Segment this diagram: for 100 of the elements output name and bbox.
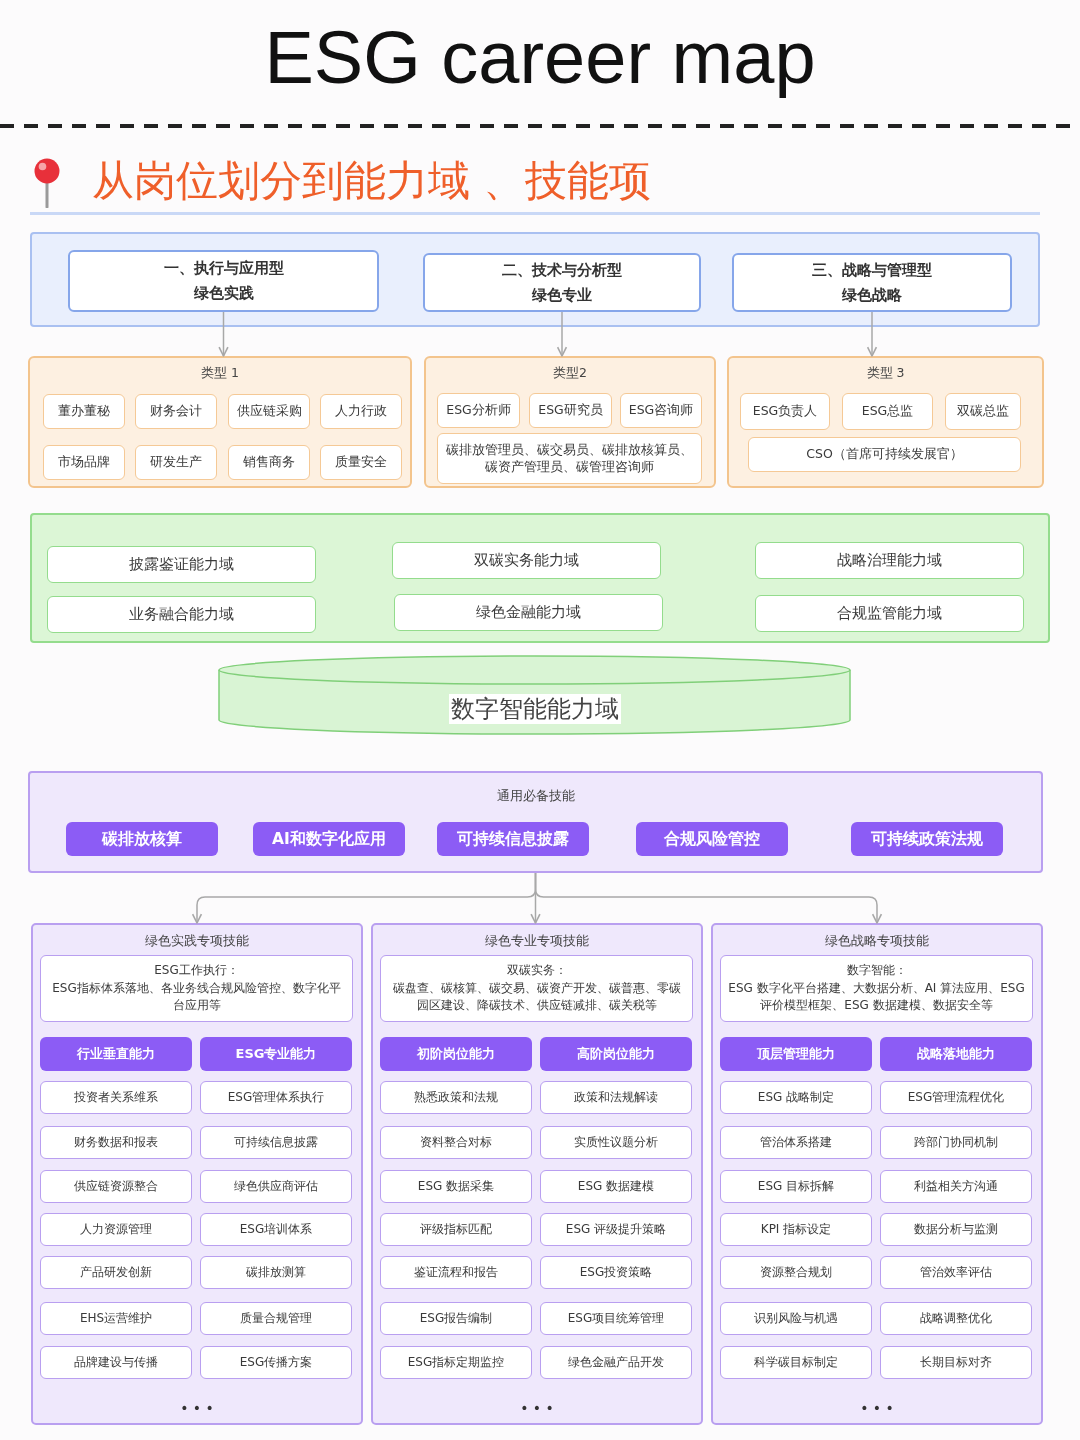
role-group-panel [727, 356, 1044, 488]
category-title: 二、技术与分析型 [502, 259, 622, 281]
skill-box: EHS运营维护 [40, 1302, 192, 1335]
category-title: 一、执行与应用型 [163, 258, 284, 280]
skill-box: 跨部门协同机制 [880, 1126, 1032, 1159]
skill-box: 资源整合规划 [720, 1256, 872, 1289]
role-tag: CSO（首席可持续发展官） [748, 437, 1021, 472]
role-tag: 双碳总监 [945, 393, 1021, 430]
role-tag: ESG负责人 [740, 393, 830, 430]
skill-box: ESG管理体系执行 [200, 1081, 352, 1114]
skill-box: 鉴证流程和报告 [380, 1256, 532, 1289]
domain-label: 数字智能能力域 [448, 694, 621, 724]
skill-box: 熟悉政策和法规 [380, 1081, 532, 1114]
skill-pill: AI和数字化应用 [253, 822, 405, 856]
category-subtitle: 绿色实践 [193, 283, 254, 304]
skill-box: 人力资源管理 [40, 1213, 192, 1246]
arrow [218, 311, 229, 357]
domain-box: 业务融合能力域 [47, 596, 316, 633]
skill-pill: 合规风险管控 [636, 822, 788, 856]
description-heading: 双碳实务： [506, 962, 567, 980]
category-box [732, 253, 1012, 312]
skill-box: 财务数据和报表 [40, 1126, 192, 1159]
role-group-panel [28, 356, 412, 488]
description-heading: ESG工作执行： [154, 962, 239, 980]
skill-pill: 可持续信息披露 [437, 822, 589, 856]
skill-box: ESG指标定期监控 [380, 1346, 532, 1379]
description-text: 碳盘查、碳核算、碳交易、碳资产开发、碳普惠、零碳园区建设、降碳技术、供应链减排、碳关税等 [391, 979, 682, 1015]
domain-box: 披露鉴证能力域 [47, 546, 316, 583]
cylinder [218, 655, 851, 735]
skill-box: ESG投资策略 [540, 1256, 692, 1289]
skill-box: ESG报告编制 [380, 1302, 532, 1335]
description-text: ESG 数字化平台搭建、大数据分析、AI 算法应用、ESG评价模型框架、ESG 数据建模、数据安全等 [727, 979, 1026, 1015]
column-header: 战略落地能力 [880, 1037, 1032, 1071]
panel-title: 通用必备技能 [496, 788, 575, 805]
role-tag: 质量安全 [320, 445, 402, 480]
skill-box: ESG 评级提升策略 [540, 1213, 692, 1246]
role-tag: 研发生产 [135, 445, 217, 480]
skill-pill: 可持续政策法规 [851, 822, 1003, 856]
arrow [866, 311, 878, 357]
skill-box: 管治体系搭建 [720, 1126, 872, 1159]
page-title: ESG career map [264, 15, 816, 101]
more-indicator: • • • [180, 1400, 214, 1416]
skill-box: 产品研发创新 [40, 1256, 192, 1289]
group-title: 类型 3 [866, 365, 905, 382]
description-box [40, 955, 353, 1022]
skill-box: ESG项目统筹管理 [540, 1302, 692, 1335]
domain-box: 合规监管能力域 [755, 595, 1024, 632]
domain-panel [30, 513, 1050, 643]
skill-column-panel [31, 923, 363, 1425]
skill-column-panel [711, 923, 1043, 1425]
column-header: 行业垂直能力 [40, 1037, 192, 1071]
skill-box: 长期目标对齐 [880, 1346, 1032, 1379]
skill-box: 评级指标匹配 [380, 1213, 532, 1246]
role-tag: 销售商务 [228, 445, 310, 480]
description-box [380, 955, 693, 1022]
domain-box: 双碳实务能力域 [392, 542, 661, 579]
category-subtitle: 绿色专业 [532, 284, 592, 306]
skill-box: ESG培训体系 [200, 1213, 352, 1246]
skill-box: ESG 数据采集 [380, 1170, 532, 1203]
column-title: 绿色实践专项技能 [145, 933, 249, 950]
role-tag: 市场品牌 [43, 445, 125, 480]
skill-box: 识别风险与机遇 [720, 1302, 872, 1335]
category-title: 三、战略与管理型 [812, 259, 932, 281]
skill-box: ESG 目标拆解 [720, 1170, 872, 1203]
skill-box: 碳排放测算 [200, 1256, 352, 1289]
skill-box: ESG管理流程优化 [880, 1081, 1032, 1114]
column-title: 绿色专业专项技能 [485, 933, 589, 950]
role-tag: ESG总监 [842, 393, 933, 430]
column-header: 初阶岗位能力 [380, 1037, 532, 1071]
arrow [556, 311, 568, 357]
role-tag: 碳排放管理员、碳交易员、碳排放核算员、碳资产管理员、碳管理咨询师 [437, 433, 702, 484]
subtitle: 从岗位划分到能力域 、技能项 [92, 156, 652, 207]
skill-box: ESG 数据建模 [540, 1170, 692, 1203]
skill-box: 投资者关系维系 [40, 1081, 192, 1114]
skill-box: 政策和法规解读 [540, 1081, 692, 1114]
skill-box: 科学碳目标制定 [720, 1346, 872, 1379]
role-tag: 财务会计 [135, 394, 217, 429]
column-title: 绿色战略专项技能 [825, 933, 929, 950]
column-header: 高阶岗位能力 [540, 1037, 692, 1071]
group-title: 类型 1 [201, 365, 239, 382]
skill-box: 数据分析与监测 [880, 1213, 1032, 1246]
arrow [534, 872, 883, 924]
skill-box: 绿色供应商评估 [200, 1170, 352, 1203]
skill-box: 供应链资源整合 [40, 1170, 192, 1203]
role-tag: ESG研究员 [529, 393, 612, 428]
role-tag: 供应链采购 [228, 394, 310, 429]
role-tag: 人力行政 [320, 394, 402, 429]
skill-box: 可持续信息披露 [200, 1126, 352, 1159]
skill-box: 资料整合对标 [380, 1126, 532, 1159]
skill-box: ESG传播方案 [200, 1346, 352, 1379]
role-tag: 董办董秘 [43, 394, 125, 429]
skill-column-panel [371, 923, 703, 1425]
skill-box: 利益相关方沟通 [880, 1170, 1032, 1203]
group-title: 类型2 [553, 365, 587, 382]
skill-box: KPI 指标设定 [720, 1213, 872, 1246]
skill-box: 战略调整优化 [880, 1302, 1032, 1335]
skill-box: 实质性议题分析 [540, 1126, 692, 1159]
skill-box: 绿色金融产品开发 [540, 1346, 692, 1379]
role-tag: ESG分析师 [437, 393, 520, 428]
description-box [720, 955, 1033, 1022]
